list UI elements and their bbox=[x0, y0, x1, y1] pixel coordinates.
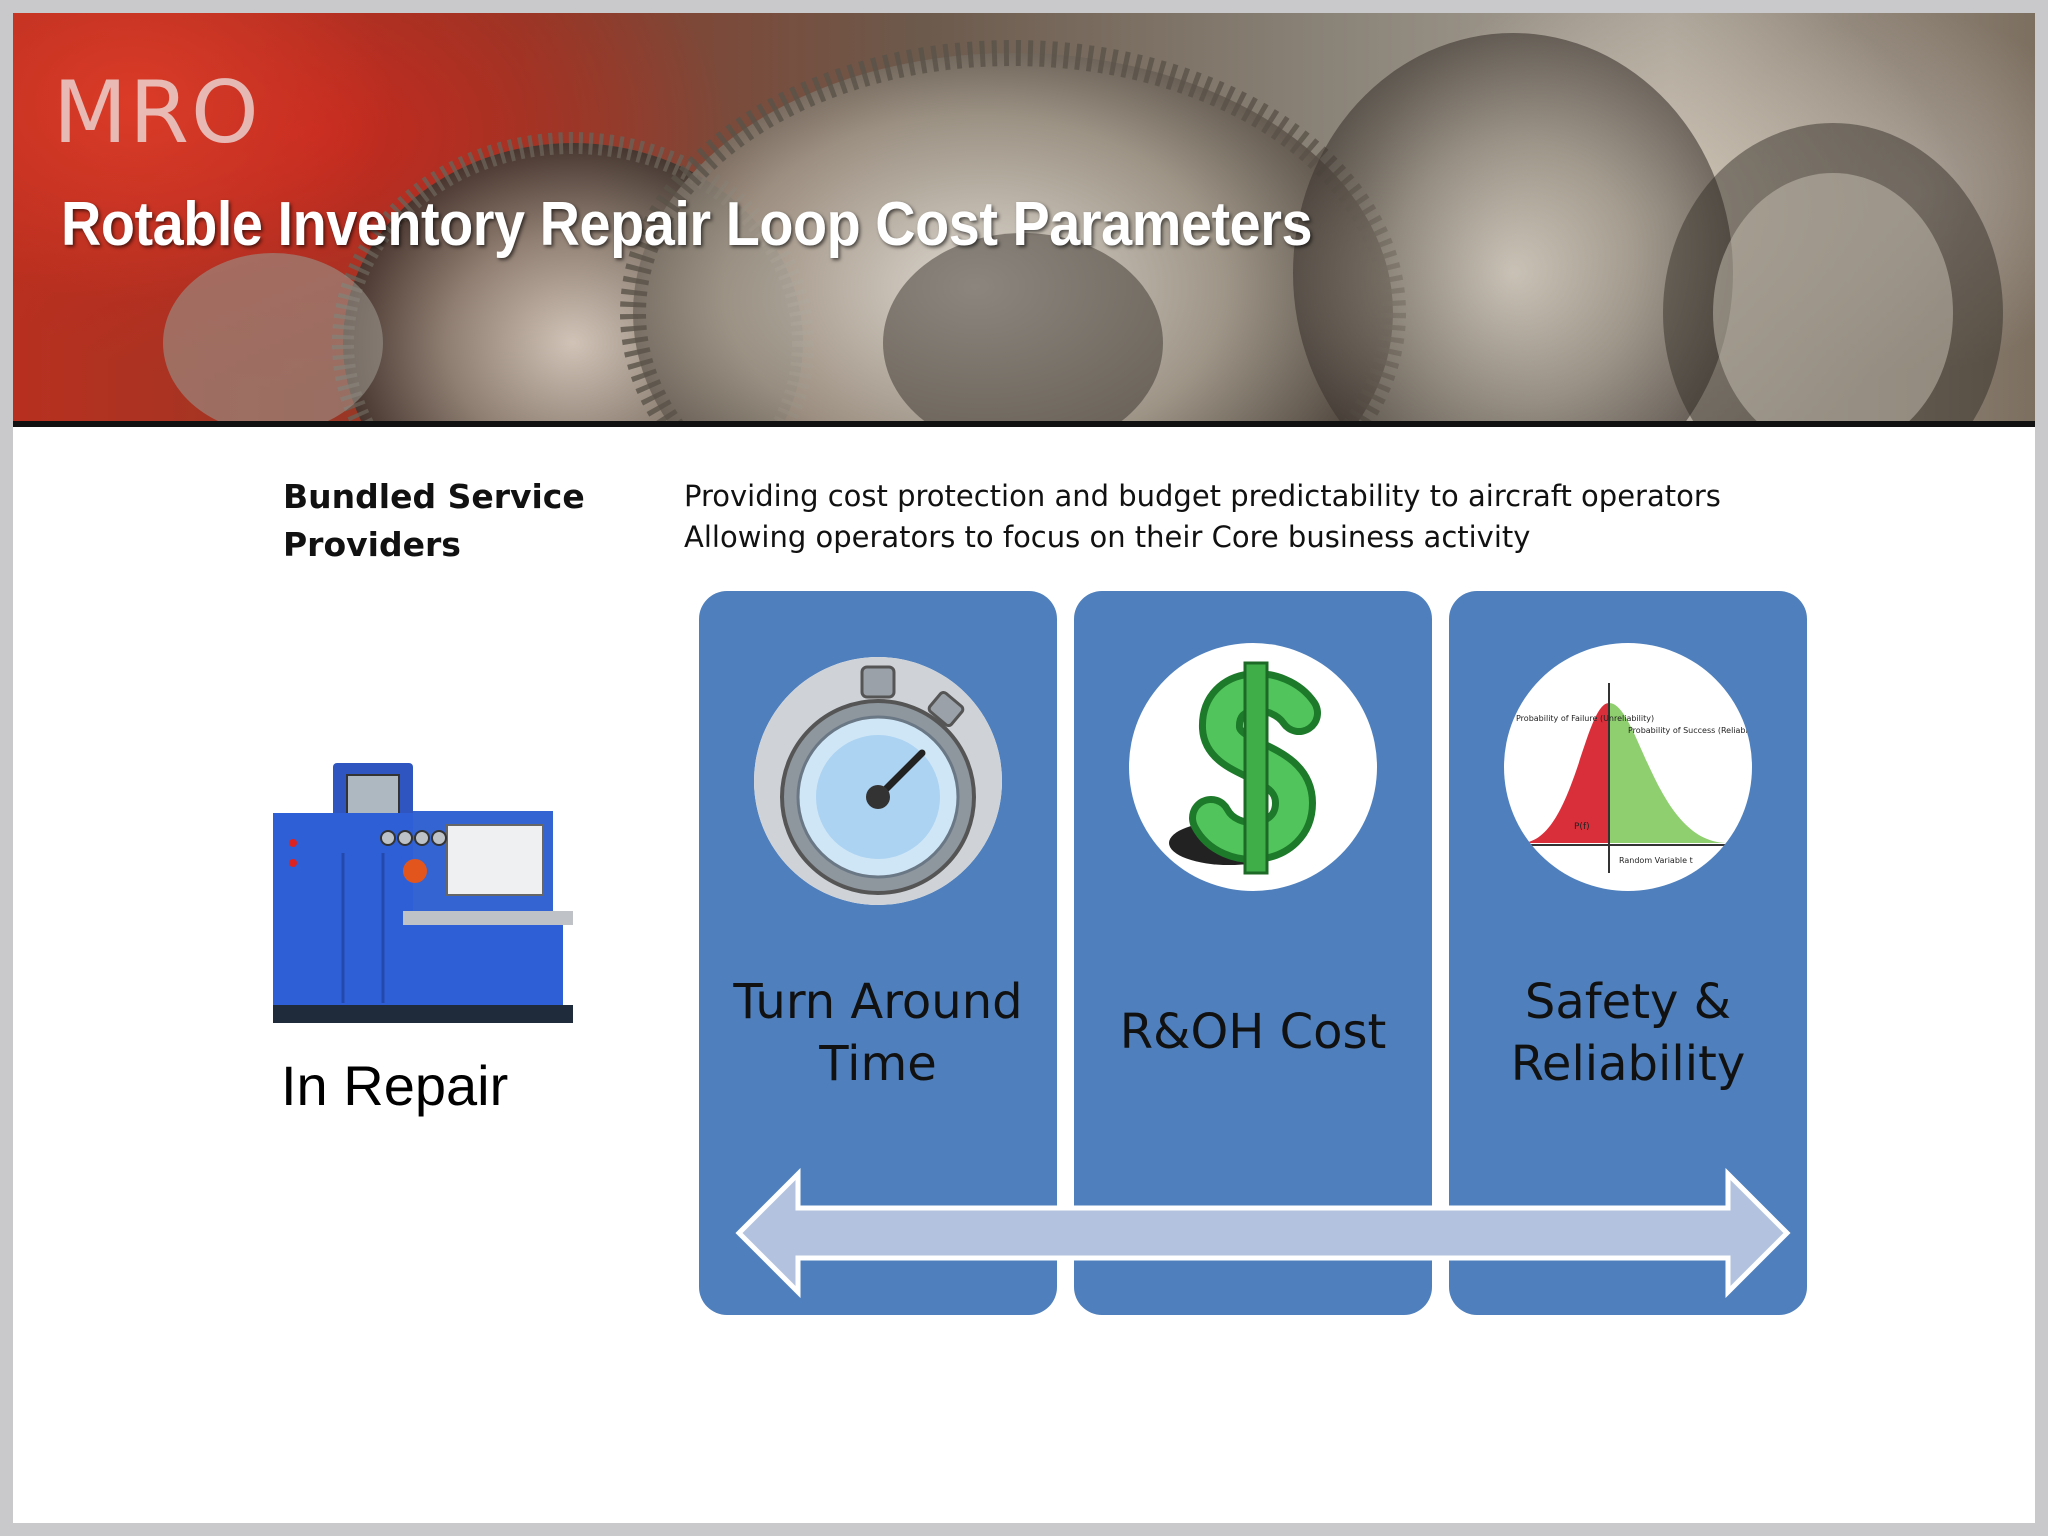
panel-label: R&OH Cost bbox=[1074, 1001, 1432, 1063]
header-divider bbox=[13, 421, 2035, 427]
axis-label: Random Variable t bbox=[1619, 856, 1693, 865]
panel-label-line-1: R&OH Cost bbox=[1119, 1004, 1387, 1060]
panel-roh-cost: R&OH Cost bbox=[1074, 591, 1432, 1315]
gears-background-image bbox=[163, 33, 2003, 421]
pof-label: P(f) bbox=[1574, 822, 1590, 832]
panel-label: Safety & Reliability bbox=[1449, 971, 1807, 1095]
success-label: Probability of Success (Reliability) bbox=[1628, 726, 1752, 735]
tagline-line-1: Providing cost protection and budget pre… bbox=[684, 479, 1721, 513]
bundled-service-heading: Bundled Service Providers bbox=[283, 477, 585, 564]
failure-label: Probability of Failure (Unreliability) bbox=[1516, 714, 1654, 723]
panel-turn-around-time: Turn Around Time bbox=[699, 591, 1057, 1315]
panel-label-line-2: Time bbox=[819, 1036, 937, 1092]
panel-label: Turn Around Time bbox=[699, 971, 1057, 1095]
brand-mro: MRO bbox=[53, 63, 261, 163]
header-banner: MRO Rotable Inventory Repair Loop Cost P… bbox=[13, 13, 2035, 421]
panel-label-line-1: Safety & bbox=[1524, 974, 1732, 1030]
stopwatch-icon bbox=[754, 657, 1002, 905]
panel-label-line-1: Turn Around bbox=[733, 974, 1023, 1030]
in-repair-label: In Repair bbox=[281, 1054, 509, 1117]
page-title: Rotable Inventory Repair Loop Cost Param… bbox=[61, 190, 1313, 259]
tagline-line-2: Allowing operators to focus on their Cor… bbox=[684, 520, 1531, 554]
dollar-sign-icon bbox=[1129, 643, 1377, 891]
tagline: Providing cost protection and budget pre… bbox=[684, 476, 1884, 558]
panel-label-line-2: Reliability bbox=[1510, 1036, 1746, 1092]
double-arrow bbox=[735, 1168, 1791, 1298]
slide: MRO Rotable Inventory Repair Loop Cost P… bbox=[13, 13, 2035, 1523]
probability-curve-icon: Probability of Failure (Unreliability) P… bbox=[1504, 643, 1752, 891]
test-bench-machine-image bbox=[273, 763, 573, 1023]
